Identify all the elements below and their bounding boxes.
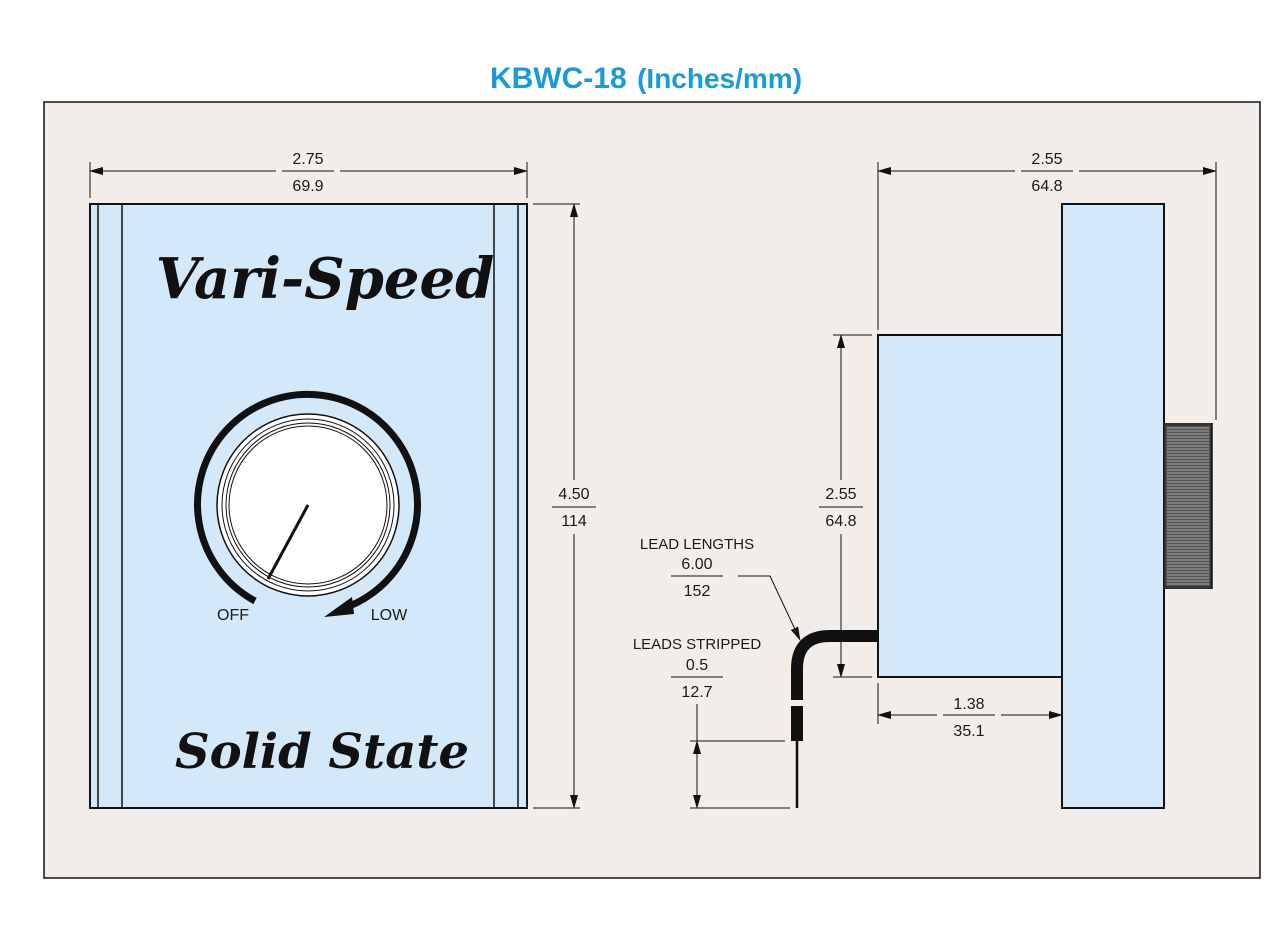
drawing-title: KBWC-18 (Inches/mm) bbox=[490, 62, 802, 95]
box-height-mm: 64.8 bbox=[825, 513, 856, 530]
lead-wire bbox=[791, 630, 878, 808]
side-view: 2.55 64.8 2.55 64.8 1.38 35.1 bbox=[633, 146, 1217, 809]
knob-label-off: OFF bbox=[217, 607, 249, 624]
knob-icon bbox=[216, 413, 400, 597]
brand-bottom-text: Solid State bbox=[175, 724, 469, 780]
knob-pointer bbox=[266, 504, 310, 580]
box-height-inches: 2.55 bbox=[825, 486, 856, 503]
side-depth-dimension: 2.55 64.8 bbox=[877, 146, 1217, 420]
height-inches: 4.50 bbox=[558, 486, 589, 503]
lead-lengths-inches: 6.00 bbox=[681, 556, 712, 573]
front-view: Vari-Speed Solid State OFF LOW 2.75 69.9 bbox=[89, 146, 598, 809]
units-label: (Inches/mm) bbox=[637, 63, 802, 94]
control-box bbox=[877, 334, 1063, 678]
side-depth-inches: 2.55 bbox=[1031, 151, 1062, 168]
leads-stripped-mm: 12.7 bbox=[681, 684, 712, 701]
width-inches: 2.75 bbox=[292, 151, 323, 168]
box-depth-dimension: 1.38 35.1 bbox=[877, 683, 1063, 740]
leads-stripped-callout: LEADS STRIPPED 0.5 12.7 bbox=[633, 636, 790, 809]
width-mm: 69.9 bbox=[292, 178, 323, 195]
width-dimension: 2.75 69.9 bbox=[89, 146, 528, 198]
lead-lengths-label: LEAD LENGTHS bbox=[640, 536, 754, 553]
leads-stripped-label: LEADS STRIPPED bbox=[633, 636, 762, 653]
height-mm: 114 bbox=[561, 513, 587, 530]
knob-label-low: LOW bbox=[371, 607, 408, 624]
box-depth-inches: 1.38 bbox=[953, 696, 984, 713]
height-dimension: 4.50 114 bbox=[533, 203, 598, 809]
leads-stripped-inches: 0.5 bbox=[686, 657, 708, 674]
speed-arrow-icon bbox=[324, 597, 354, 617]
side-plate bbox=[1061, 203, 1165, 809]
side-depth-mm: 64.8 bbox=[1031, 178, 1062, 195]
brand-top-text: Vari-Speed bbox=[156, 246, 495, 312]
lead-lengths-mm: 152 bbox=[684, 583, 711, 600]
box-height-dimension: 2.55 64.8 bbox=[817, 334, 872, 678]
speed-arc bbox=[194, 390, 421, 611]
model-number: KBWC-18 bbox=[490, 62, 627, 95]
knurled-knob-icon bbox=[1164, 423, 1213, 589]
lead-lengths-callout: LEAD LENGTHS 6.00 152 bbox=[640, 536, 801, 641]
box-depth-mm: 35.1 bbox=[953, 723, 984, 740]
